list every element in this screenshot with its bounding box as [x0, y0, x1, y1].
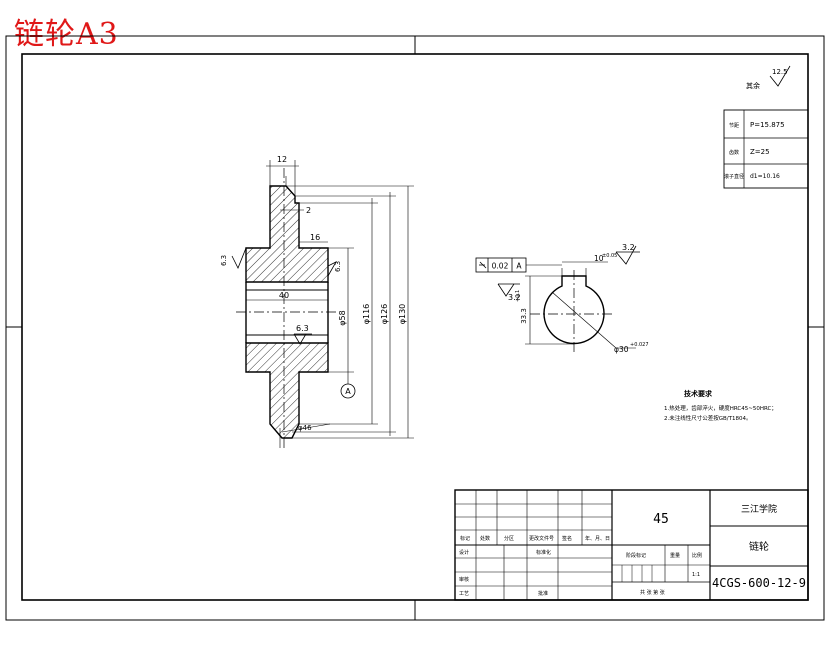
bore-dia: φ30 [614, 345, 629, 354]
tb-design: 设计 [459, 549, 469, 556]
param-label-2: 滚子直径 [724, 173, 744, 180]
section-view: 12 2 16 40 φ58 φ116 φ126 φ130 6.3 6.3 [220, 155, 414, 448]
roughness-general-icon [769, 65, 791, 87]
tb-review: 审核 [459, 576, 469, 583]
tol-datum: A [516, 262, 522, 271]
rough-bore: 6.3 [296, 324, 309, 333]
tb-scale: 1:1 [692, 572, 700, 578]
tb-scale-label: 比例 [692, 552, 702, 559]
dim-40: 40 [279, 291, 289, 300]
datum-a-icon [340, 383, 356, 399]
tb-h-2: 分区 [504, 535, 514, 542]
notes-line1: 1.热处理，齿部淬火，硬度HRC45~50HRC； [664, 404, 777, 412]
tb-sheets: 共 张 第 张 [640, 589, 665, 596]
param-label-0: 节距 [729, 123, 739, 129]
roughness-bore-icon [293, 333, 307, 345]
dim-130: φ130 [398, 304, 407, 325]
tb-h-4: 签名 [562, 535, 572, 542]
tb-approve: 批准 [538, 590, 548, 597]
rough-left: 6.3 [220, 255, 228, 266]
tol-value: 0.02 [492, 262, 509, 271]
dim-46: φ46 [298, 424, 312, 432]
param-label-1: 齿数 [729, 149, 739, 156]
tech-notes: 技术要求 1.热处理，齿部淬火，硬度HRC45~50HRC； 2.未注线性尺寸公… [664, 389, 777, 422]
roughness-right-icon [327, 261, 338, 277]
keyway-view: 0.02 A 10 ±0.05 3.2 3.2 φ30 +0.027 33.3 … [475, 243, 649, 354]
dim-126: φ126 [380, 304, 389, 325]
dim-116: φ116 [362, 304, 371, 325]
rough-right: 6.3 [334, 261, 342, 272]
tb-process: 工艺 [459, 591, 469, 597]
key-width-tol: ±0.05 [602, 253, 617, 259]
notes-heading: 技术要求 [684, 389, 713, 398]
title-block [454, 489, 809, 601]
params-table: 节距 P=15.875 齿数 Z=25 滚子直径 d1=10.16 [723, 109, 809, 189]
param-value-0: P=15.875 [750, 121, 785, 129]
title-block-text: 标记 处数 分区 更改文件号 签名 年、月、日 设计 标准化 审核 工艺 批准 … [459, 503, 806, 597]
leader-bore [551, 291, 617, 349]
datum-a: A [345, 387, 351, 396]
tb-h-5: 年、月、日 [585, 535, 610, 542]
tb-material: 45 [653, 512, 669, 527]
param-value-2: d1=10.16 [750, 173, 780, 180]
tb-standardize: 标准化 [536, 549, 551, 556]
param-value-1: Z=25 [750, 148, 770, 156]
key-rough: 3.2 [622, 243, 635, 252]
rough-general-value: 12.5 [772, 68, 788, 76]
dim-12: 12 [277, 155, 287, 164]
dim-58: φ58 [338, 310, 347, 325]
tb-stage: 阶段标记 [626, 552, 646, 559]
tb-h-1: 处数 [480, 535, 490, 542]
tb-weight: 重量 [670, 552, 680, 559]
inner-frame [21, 53, 809, 601]
page-title: 链轮A3 [14, 17, 119, 52]
roughness-general: 其余 12.5 [746, 65, 791, 90]
tb-school: 三江学院 [741, 503, 777, 515]
tb-part-name: 链轮 [749, 540, 769, 553]
section-upper [245, 185, 329, 283]
dim-16: 16 [310, 233, 320, 242]
bore-circle [543, 275, 605, 345]
key-width: 10 [594, 254, 604, 263]
depth: 33.3 [520, 308, 528, 324]
tb-drawing-no: 4CGS-600-12-9 [712, 576, 806, 590]
tb-h-3: 更改文件号 [529, 535, 554, 542]
dim-2: 2 [306, 206, 311, 215]
notes-line2: 2.未注线性尺寸公差按GB/T1804。 [664, 414, 752, 422]
key-rough-left: 3.2 [508, 293, 521, 302]
outer-frame [5, 35, 825, 621]
roughness-left-key-icon [497, 283, 515, 297]
bore-tol: +0.027 [630, 342, 649, 348]
rough-general-label: 其余 [746, 81, 760, 90]
tb-h-0: 标记 [460, 535, 470, 542]
depth-tol: +0.1 [515, 290, 521, 302]
roughness-left-icon [231, 247, 247, 269]
